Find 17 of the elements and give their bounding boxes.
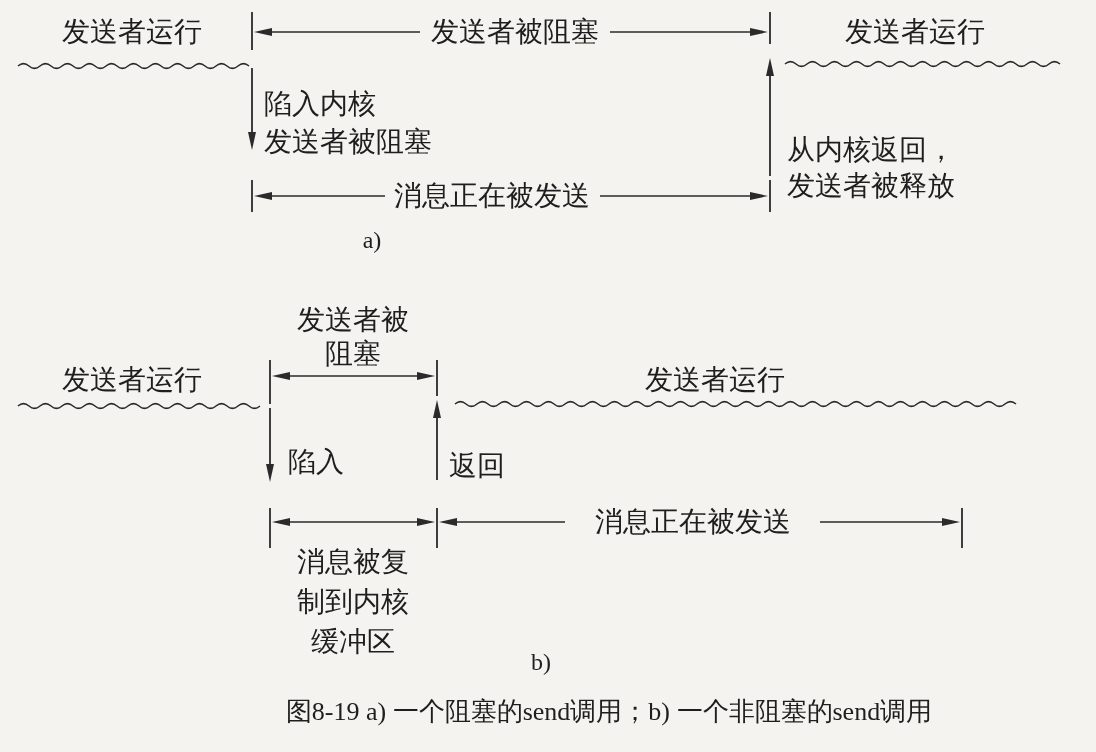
duration-label: 发送者被阻塞 — [431, 15, 599, 49]
duration-label: 消息正在被发送 — [394, 179, 590, 213]
panel-label: b) — [531, 648, 551, 677]
panel-label: a) — [362, 226, 382, 255]
state-label: 发送者运行 — [62, 15, 202, 49]
arrow-label: 陷入内核 — [264, 87, 376, 121]
arrow-label: 发送者被阻塞 — [264, 125, 432, 159]
figure-caption: 图8-19 a) 一个阻塞的send调用；b) 一个非阻塞的send调用 — [285, 696, 933, 728]
arrow-label: 返回 — [449, 449, 505, 483]
duration-label: 消息正在被发送 — [595, 505, 791, 539]
arrow-label: 陷入 — [288, 445, 344, 479]
duration-label: 发送者被阻塞 — [296, 303, 410, 371]
state-label: 发送者运行 — [845, 15, 985, 49]
arrow-label: 从内核返回，发送者被释放 — [785, 133, 956, 203]
state-label: 发送者运行 — [62, 363, 202, 397]
duration-label: 消息被复制到内核缓冲区 — [296, 545, 410, 659]
state-label: 发送者运行 — [645, 363, 785, 397]
